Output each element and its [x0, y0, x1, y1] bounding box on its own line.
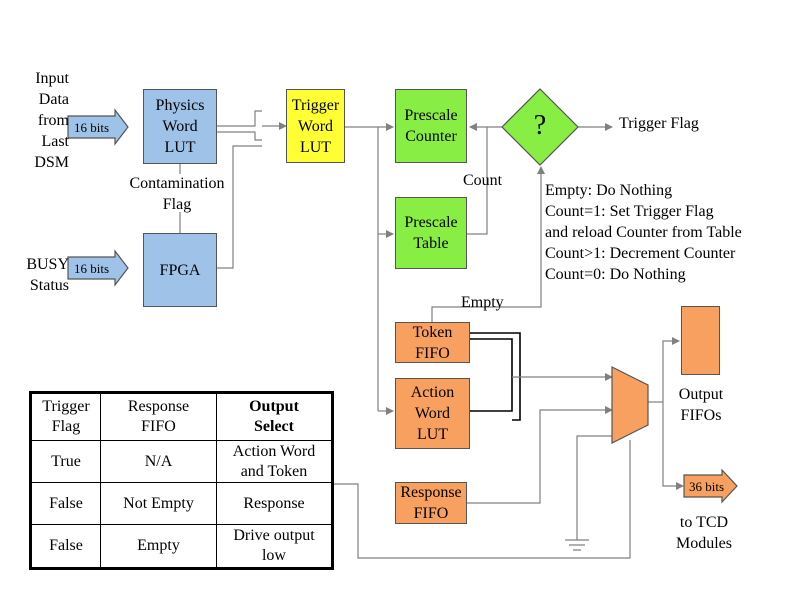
to-tcd-label: to TCD Modules — [676, 514, 732, 552]
action-word-lut-block: Action Word LUT — [395, 378, 470, 449]
output-mux — [611, 366, 649, 444]
table-cell: N/A — [144, 452, 173, 470]
table-cell: Response — [243, 494, 305, 512]
table-col-divider-2 — [216, 394, 217, 567]
bits-36-label: 36 bits — [689, 479, 725, 494]
input-16bit-arrow — [67, 108, 129, 146]
table-header-response-fifo: Response FIFO — [127, 398, 190, 435]
input-data-label: Input Data from Last DSM — [34, 70, 69, 171]
wire-physics-to-merge-2 — [217, 131, 262, 141]
bits-16-label-a: 16 bits — [74, 120, 110, 135]
count-label: Count — [463, 172, 503, 189]
decision-question-mark: ? — [533, 110, 547, 141]
table-row-divider-2 — [32, 482, 331, 483]
prescale-table-block: Prescale Table — [395, 197, 467, 269]
table-row-divider-1 — [32, 440, 331, 441]
table-header-output-select: Output Select — [249, 398, 299, 435]
token-fifo-block: Token FIFO — [395, 322, 470, 363]
table-cell: Not Empty — [123, 494, 194, 512]
contamination-flag-label: Contamination Flag — [129, 175, 225, 213]
wire-physics-to-merge — [217, 110, 262, 127]
wire-mux-to-bits — [662, 402, 684, 490]
empty-label: Empty — [461, 294, 504, 311]
response-fifo-block: Response FIFO — [395, 482, 467, 524]
busy-status-label: BUSY Status — [26, 256, 69, 294]
wire-table-count — [467, 127, 488, 235]
wire-ground — [576, 435, 612, 540]
bits-16-label-b: 16 bits — [74, 261, 110, 276]
out-36bit-arrow — [683, 468, 738, 504]
wire-empty — [431, 166, 545, 322]
trigger-flag-label: Trigger Flag — [619, 115, 699, 132]
table-cell: Action Word and Token — [232, 442, 316, 480]
physics-word-lut-block: Physics Word LUT — [143, 89, 217, 164]
table-cell: True — [51, 452, 81, 470]
table-cell: False — [49, 537, 83, 554]
fpga-block: FPGA — [143, 233, 217, 307]
table-cell: Empty — [137, 537, 180, 554]
trigger-word-lut-block: Trigger Word LUT — [286, 89, 345, 163]
prescale-rules-text: Empty: Do Nothing Count=1: Set Trigger F… — [545, 182, 742, 283]
wire-fpga-to-merge — [217, 145, 262, 269]
output-fifos-block — [681, 306, 720, 375]
table-cell: False — [49, 494, 83, 512]
output-fifos-label: Output FIFOs — [678, 386, 724, 424]
wire-mux-to-fifos — [662, 337, 680, 402]
table-header-trigger-flag: Trigger Flag — [42, 398, 90, 435]
table-row-divider-3 — [32, 524, 331, 525]
table-cell: Drive output low — [233, 527, 315, 564]
wire-table-select — [334, 440, 631, 559]
decision-diamond — [501, 88, 579, 166]
ground-symbol — [565, 539, 589, 551]
wire-token-to-mux — [470, 338, 513, 412]
prescale-counter-block: Prescale Counter — [395, 89, 467, 163]
busy-16bit-arrow — [67, 249, 129, 287]
wire-response-to-mux — [467, 406, 613, 504]
truth-table: Trigger Flag Response FIFO Output Select… — [29, 391, 334, 570]
table-col-divider-1 — [100, 394, 101, 567]
